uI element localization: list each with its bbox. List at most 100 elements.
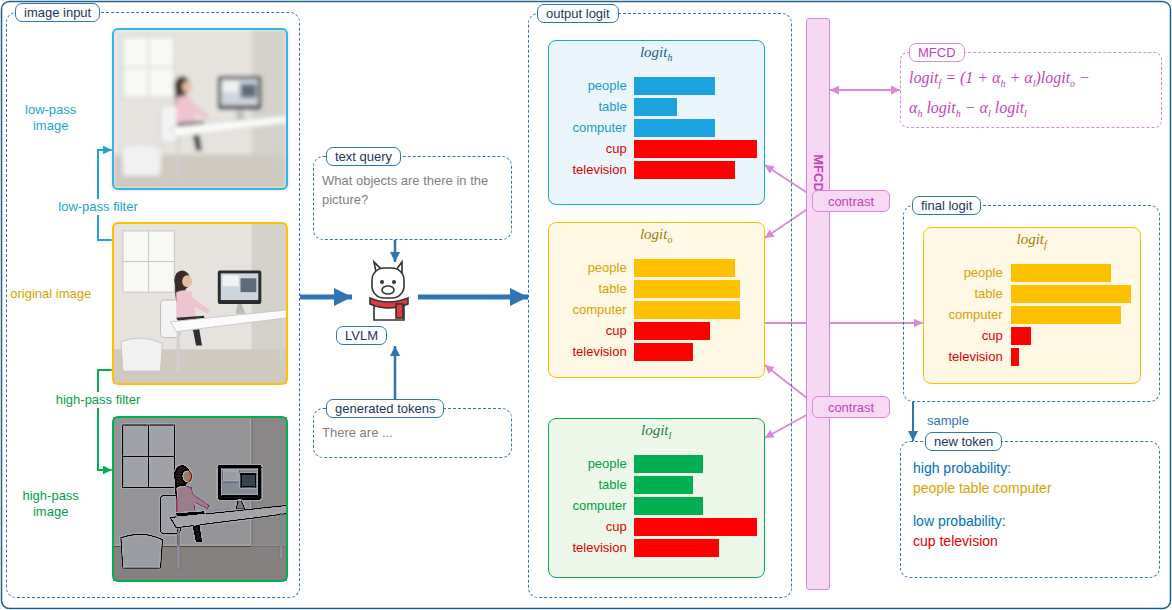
model-label: LVLM xyxy=(336,326,387,345)
model-node: LVLM xyxy=(352,262,418,346)
formula-box: MFCDlogitf= (1 + αh+ αl)logito−αhlogith−… xyxy=(900,52,1162,128)
formula-part: l xyxy=(988,108,991,119)
logit-name: logit xyxy=(640,44,668,60)
logit-panel: logitfpeopletablecomputercuptelevision xyxy=(923,227,1141,384)
image-label: original image xyxy=(10,286,92,302)
connectors xyxy=(98,90,923,470)
image-frame: original image xyxy=(112,222,288,385)
query-box: text queryWhat objects are there in the … xyxy=(313,156,512,240)
bar xyxy=(634,343,693,361)
bar xyxy=(634,322,710,340)
bar-label: table xyxy=(549,99,627,115)
bar xyxy=(634,259,735,277)
bar xyxy=(1011,285,1131,303)
box-heading: text query xyxy=(326,147,401,166)
box-heading: generated tokens xyxy=(326,399,444,418)
connector xyxy=(98,150,112,240)
logit-panel: logitlpeopletablecomputercuptelevision xyxy=(548,418,765,578)
bar xyxy=(634,98,677,116)
logit-panel: logithpeopletablecomputercuptelevision xyxy=(548,40,765,205)
logit-subscript: l xyxy=(669,430,672,441)
logit-heading: logitl xyxy=(549,421,764,445)
connector xyxy=(765,206,812,238)
logit-name: logit xyxy=(641,422,669,438)
connector xyxy=(418,295,528,300)
llama-head xyxy=(372,268,404,298)
contrast-label: contrast xyxy=(828,194,874,209)
band-label: MFCD xyxy=(811,154,826,192)
contrast-label: contrast xyxy=(828,400,874,415)
bar-label: television xyxy=(549,540,627,556)
formula-part: )logit xyxy=(1035,69,1070,86)
connector xyxy=(765,412,812,438)
logit-name: logit xyxy=(1017,231,1045,247)
group-heading: output logit xyxy=(537,4,619,23)
formula-part: h xyxy=(956,108,961,119)
logit-panel: logitopeopletablecomputercuptelevision xyxy=(548,222,765,378)
edge-label: sample xyxy=(924,413,972,429)
image-frame: high-pass image xyxy=(112,416,288,582)
edge-label: low-pass filter xyxy=(55,199,140,215)
contrast-box: contrast xyxy=(812,396,890,418)
bar-label: people xyxy=(924,265,1003,281)
formula-part: f xyxy=(938,78,941,89)
formula-part: α xyxy=(909,99,917,116)
bar-label: computer xyxy=(924,307,1003,323)
formula-part: l xyxy=(1024,108,1027,119)
logit-heading: logitf xyxy=(924,230,1140,254)
formula-line: αhlogith− αllogitl xyxy=(901,96,1161,126)
logit-heading: logith xyxy=(549,43,764,67)
bar-label: table xyxy=(924,286,1003,302)
formula-part: = (1 + α xyxy=(945,69,1000,86)
bar-label: people xyxy=(549,260,627,276)
bar-label: cup xyxy=(549,519,627,535)
llama-eye xyxy=(380,280,384,284)
token-heading: new token xyxy=(925,432,1002,451)
formula-line: logitf= (1 + αh+ αl)logito− xyxy=(901,66,1161,96)
formula-part: logit xyxy=(995,99,1024,116)
bar xyxy=(634,77,715,95)
bar xyxy=(634,140,757,158)
bar xyxy=(634,518,757,536)
bar-label: television xyxy=(549,344,627,360)
token-line: low probability: xyxy=(913,511,1147,531)
image-frame: low-pass image xyxy=(112,28,288,190)
formula-part: h xyxy=(917,108,922,119)
bar xyxy=(634,497,703,515)
bar-label: people xyxy=(549,78,627,94)
connector xyxy=(765,365,812,402)
connector xyxy=(300,295,352,300)
logit-name: logit xyxy=(640,226,668,242)
bar xyxy=(634,301,740,319)
original-photo xyxy=(113,223,287,384)
final-group: final logitlogitfpeopletablecomputercupt… xyxy=(903,205,1160,402)
bar xyxy=(634,455,703,473)
bar-label: computer xyxy=(549,498,627,514)
bar-label: cup xyxy=(924,328,1003,344)
bar-label: table xyxy=(549,281,627,297)
bar xyxy=(634,476,693,494)
llama-snout xyxy=(382,286,394,294)
formula-heading: MFCD xyxy=(909,43,965,62)
bar xyxy=(634,119,715,137)
logit-subscript: o xyxy=(667,234,672,245)
formula-part: + α xyxy=(1009,69,1032,86)
bar xyxy=(634,161,735,179)
bar-label: computer xyxy=(549,302,627,318)
connector xyxy=(765,322,923,324)
formula-part: l xyxy=(1033,78,1036,89)
bar-label: television xyxy=(549,162,627,178)
contrast-box: contrast xyxy=(812,190,890,212)
connector xyxy=(394,240,397,262)
token-line: people table computer xyxy=(913,478,1147,498)
logit-subscript: h xyxy=(667,52,672,63)
token-line: high probability: xyxy=(913,458,1147,478)
bar-label: cup xyxy=(549,141,627,157)
image-label: low-pass image xyxy=(10,102,92,134)
formula-part: logit xyxy=(926,99,955,116)
llama-scarf-end xyxy=(396,304,403,318)
bar-label: table xyxy=(549,477,627,493)
low-pass-photo xyxy=(113,29,287,189)
tokens-box: generated tokensThere are ... xyxy=(313,408,512,458)
